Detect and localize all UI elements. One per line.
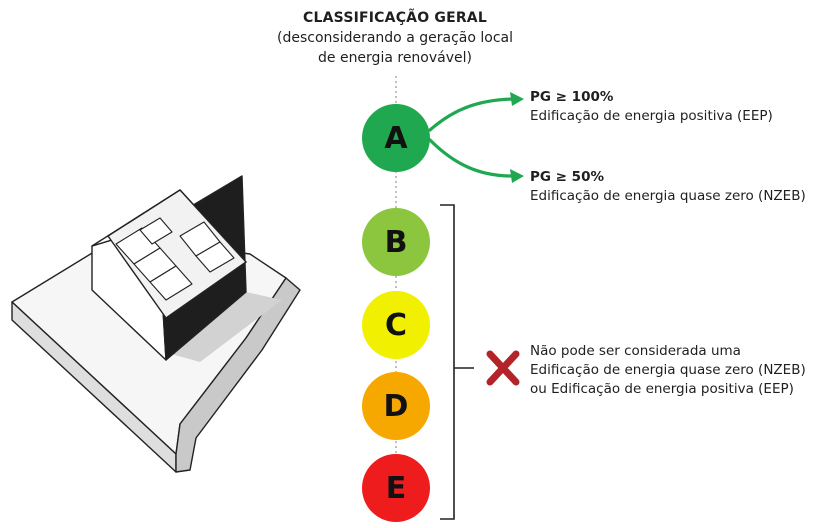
solar-panels [115,217,235,301]
header-subtitle-line2: de energia renovável) [318,50,472,66]
class-c-circle: C [362,291,430,359]
arrow-head-nzeb [510,169,524,183]
class-e-letter: E [385,470,407,506]
class-b-circle: B [362,208,430,276]
house-roof-plane [107,189,247,319]
arrow-head-eep [510,92,524,106]
class-a-circle: A [362,104,430,172]
class-e-circle: E [362,454,430,522]
classification-header: CLASSIFICAÇÃO GERAL (desconsiderando a g… [230,8,560,68]
class-d-letter: D [383,388,409,424]
exclusion-note-line2: Edificação de energia quase zero (NZEB) [530,362,806,378]
header-title: CLASSIFICAÇÃO GERAL [303,10,487,26]
exclusion-note: Não pode ser considerada uma Edificação … [530,342,806,399]
exclusion-note-line3: ou Edificação de energia positiva (EEP) [530,381,794,397]
outcome-nzeb-condition: PG ≥ 50% [530,169,604,185]
arrow-to-nzeb [428,138,514,178]
outcome-eep-label: Edificação de energia positiva (EEP) [530,108,773,124]
class-a-letter: A [384,120,408,156]
ground-plate-right [175,277,301,473]
class-b-letter: B [384,224,408,260]
header-subtitle-line1: (desconsiderando a geração local [277,30,513,46]
outcome-nzeb-label: Edificação de energia quase zero (NZEB) [530,188,806,204]
house-illustration [11,175,301,473]
arrows [428,97,514,178]
exclusion-note-line1: Não pode ser considerada uma [530,343,741,359]
class-c-letter: C [384,307,408,343]
arrow-to-eep [428,97,514,132]
class-d-circle: D [362,372,430,440]
outcome-eep-condition: PG ≥ 100% [530,89,614,105]
outcome-eep: PG ≥ 100% Edificação de energia positiva… [530,88,773,126]
outcome-nzeb: PG ≥ 50% Edificação de energia quase zer… [530,168,806,206]
cross-icon [486,350,520,386]
house-shadow [164,292,282,362]
bracket [440,204,474,520]
